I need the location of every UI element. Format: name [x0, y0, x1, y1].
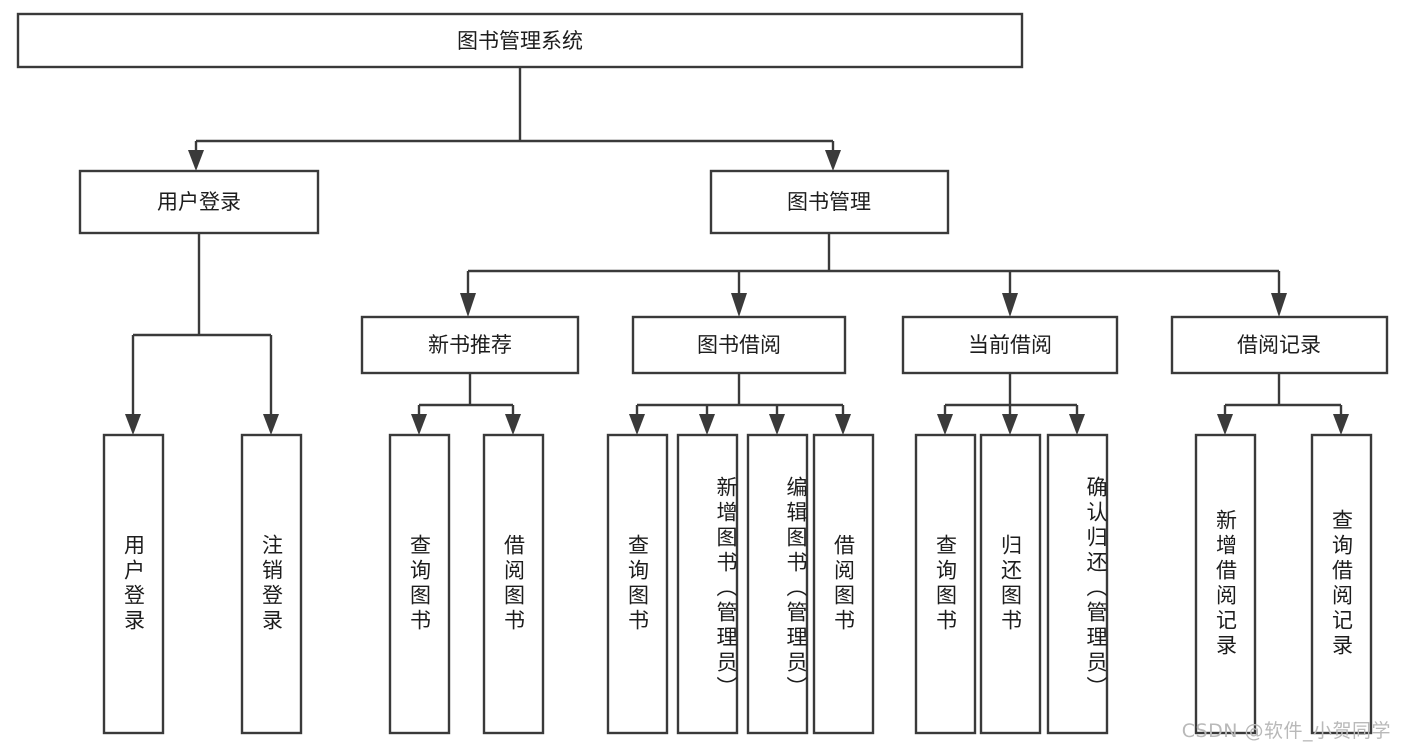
node-borrow-record-label: 借阅记录	[1237, 333, 1321, 357]
arrow-head-leaf-add-record	[1217, 414, 1233, 435]
node-leaf-edit-book[interactable]	[746, 433, 809, 735]
arrow-head-leaf-query-book-rec	[411, 414, 427, 435]
node-root[interactable]	[16, 12, 1024, 69]
node-leaf-return-book[interactable]	[979, 433, 1042, 735]
arrow-head-leaf-query-book-borrow	[629, 414, 645, 435]
node-book-manage[interactable]	[709, 169, 950, 235]
arrow-head-leaf-query-record	[1333, 414, 1349, 435]
node-book-borrow[interactable]	[631, 315, 847, 375]
node-user-login[interactable]	[78, 169, 320, 235]
arrow-head-book-manage	[825, 150, 841, 171]
node-leaf-query-book-rec[interactable]	[388, 433, 451, 735]
node-leaf-query-book-current[interactable]	[914, 433, 977, 735]
node-leaf-query-book-borrow[interactable]	[606, 433, 669, 735]
node-current-borrow[interactable]	[901, 315, 1119, 375]
watermark-text: CSDN @软件_小贺同学	[1181, 720, 1391, 742]
node-borrow-record[interactable]	[1170, 315, 1389, 375]
node-book-manage-label: 图书管理	[787, 190, 871, 214]
node-user-login-label: 用户登录	[157, 190, 241, 214]
arrow-head-leaf-confirm-return	[1069, 414, 1085, 435]
arrow-head-leaf-return-book	[1002, 414, 1018, 435]
arrow-head-leaf-user-login	[125, 414, 141, 435]
node-leaf-borrow-book-rec[interactable]	[482, 433, 545, 735]
arrow-head-leaf-borrow-book	[835, 414, 851, 435]
arrow-head-leaf-query-book-current	[937, 414, 953, 435]
node-current-borrow-label: 当前借阅	[968, 333, 1052, 357]
arrow-head-leaf-user-logout	[263, 414, 279, 435]
node-leaf-query-record[interactable]	[1310, 433, 1373, 735]
arrow-head-leaf-borrow-book-rec	[505, 414, 521, 435]
arrow-head-leaf-edit-book	[769, 414, 785, 435]
node-leaf-user-login[interactable]	[102, 433, 165, 735]
arrow-head-borrow-record	[1271, 293, 1287, 317]
arrow-head-book-borrow	[731, 293, 747, 317]
node-root-label: 图书管理系统	[457, 29, 583, 53]
node-leaf-add-book[interactable]	[676, 433, 739, 735]
node-leaf-borrow-book[interactable]	[812, 433, 875, 735]
node-new-book-rec-label: 新书推荐	[428, 333, 512, 357]
edges-layer	[125, 67, 1349, 435]
node-leaf-user-logout[interactable]	[240, 433, 303, 735]
arrow-head-current-borrow	[1002, 293, 1018, 317]
node-new-book-rec[interactable]	[360, 315, 580, 375]
arrow-head-leaf-add-book	[699, 414, 715, 435]
nodes-layer: 图书管理系统 用户登录 图书管理 新书推荐 图书借阅 当前借阅 借阅记录	[16, 12, 1389, 735]
arrow-head-user-login	[188, 150, 204, 171]
node-book-borrow-label: 图书借阅	[697, 333, 781, 357]
arrow-head-new-book-rec	[460, 293, 476, 317]
node-leaf-confirm-return[interactable]	[1046, 433, 1109, 735]
node-leaf-add-record[interactable]	[1194, 433, 1257, 735]
